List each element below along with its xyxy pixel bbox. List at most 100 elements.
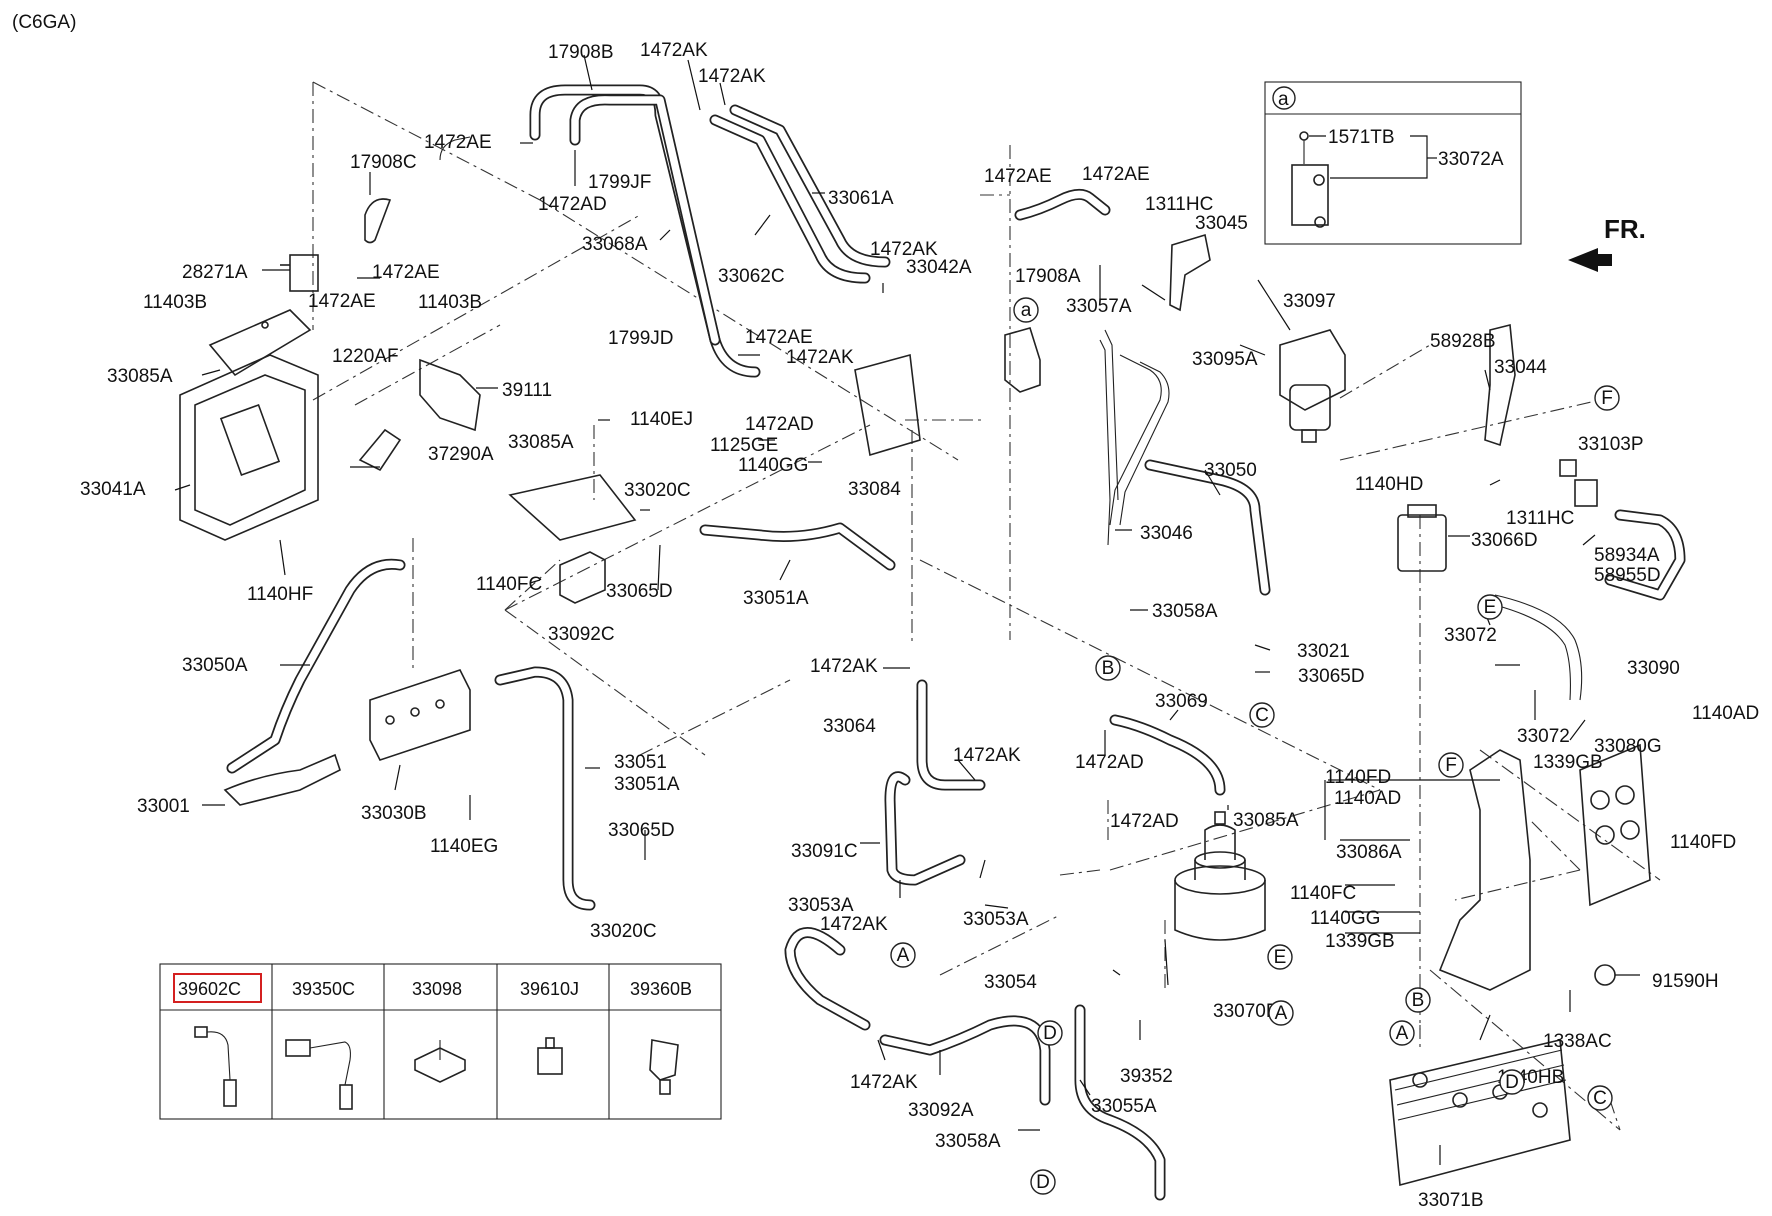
part-label-33065d[interactable]: 33065D xyxy=(1298,666,1365,687)
part-label-33042a[interactable]: 33042A xyxy=(906,257,972,278)
part-label-33051a[interactable]: 33051A xyxy=(743,588,809,609)
part-label-33091c[interactable]: 33091C xyxy=(791,841,858,862)
part-label-33064[interactable]: 33064 xyxy=(823,716,876,737)
table-header-3[interactable]: 33098 xyxy=(412,979,462,999)
part-label-33065d[interactable]: 33065D xyxy=(606,581,673,602)
part-label-33072[interactable]: 33072 xyxy=(1444,625,1497,646)
part-label-1472ak[interactable]: 1472AK xyxy=(953,745,1021,766)
part-label-1140ad[interactable]: 1140AD xyxy=(1334,788,1401,809)
part-label-33084[interactable]: 33084 xyxy=(848,479,901,500)
part-label-33092a[interactable]: 33092A xyxy=(908,1100,974,1121)
part-label-33062c[interactable]: 33062C xyxy=(718,266,785,287)
part-label-1472ak[interactable]: 1472AK xyxy=(870,239,938,260)
part-label-33058a[interactable]: 33058A xyxy=(1152,601,1218,622)
part-label-33045[interactable]: 33045 xyxy=(1195,213,1248,234)
part-label-33068a[interactable]: 33068A xyxy=(582,234,648,255)
part-label-33065d[interactable]: 33065D xyxy=(608,820,675,841)
part-label-17908c[interactable]: 17908C xyxy=(350,152,417,173)
part-label-39111[interactable]: 39111 xyxy=(502,380,552,401)
part-label-33001[interactable]: 33001 xyxy=(137,796,190,817)
part-label-33055a[interactable]: 33055A xyxy=(1091,1096,1157,1117)
part-label-39352[interactable]: 39352 xyxy=(1120,1066,1173,1087)
part-label-1220af[interactable]: 1220AF xyxy=(332,346,399,367)
part-label-1140eg[interactable]: 1140EG xyxy=(430,836,498,857)
part-label-1472ak[interactable]: 1472AK xyxy=(640,40,708,61)
part-label-58934a[interactable]: 58934A xyxy=(1594,545,1660,566)
part-label-1472ak[interactable]: 1472AK xyxy=(820,914,888,935)
part-label-1339gb[interactable]: 1339GB xyxy=(1533,752,1603,773)
part-label-1140fc[interactable]: 1140FC xyxy=(1290,883,1356,904)
part-label-1472ak[interactable]: 1472AK xyxy=(810,656,878,677)
part-label-33053a[interactable]: 33053A xyxy=(788,895,854,916)
part-label-1472ae[interactable]: 1472AE xyxy=(424,132,492,153)
part-label-33021[interactable]: 33021 xyxy=(1297,641,1350,662)
part-label-58928b[interactable]: 58928B xyxy=(1430,331,1496,352)
part-label-1140fd[interactable]: 1140FD xyxy=(1325,767,1391,788)
part-label-33050[interactable]: 33050 xyxy=(1204,460,1257,481)
part-label-1140hd[interactable]: 1140HD xyxy=(1355,474,1423,495)
part-label-33095a[interactable]: 33095A xyxy=(1192,349,1258,370)
part-label-1339gb[interactable]: 1339GB xyxy=(1325,931,1395,952)
part-label-1472ak[interactable]: 1472AK xyxy=(850,1072,918,1093)
part-label-1472ak[interactable]: 1472AK xyxy=(698,66,766,87)
part-label-1338ac[interactable]: 1338AC xyxy=(1543,1031,1612,1052)
part-label-33092c[interactable]: 33092C xyxy=(548,624,615,645)
part-label-33051a[interactable]: 33051A xyxy=(614,774,680,795)
part-label-33046[interactable]: 33046 xyxy=(1140,523,1193,544)
part-label-33072[interactable]: 33072 xyxy=(1517,726,1570,747)
part-label-91590h[interactable]: 91590H xyxy=(1652,971,1719,992)
part-label-11403b[interactable]: 11403B xyxy=(143,292,207,313)
part-label-1311hc[interactable]: 1311HC xyxy=(1145,194,1213,215)
part-label-1472ae[interactable]: 1472AE xyxy=(984,166,1052,187)
part-label-1472ad[interactable]: 1472AD xyxy=(1110,811,1179,832)
part-label-37290a[interactable]: 37290A xyxy=(428,444,494,465)
part-label-1472ae[interactable]: 1472AE xyxy=(745,327,813,348)
part-label-1140ej[interactable]: 1140EJ xyxy=(630,409,693,430)
part-label-33103p[interactable]: 33103P xyxy=(1578,434,1644,455)
part-label-33085a[interactable]: 33085A xyxy=(1233,810,1299,831)
part-label-1472ad[interactable]: 1472AD xyxy=(745,414,814,435)
part-label-1311hc[interactable]: 1311HC xyxy=(1506,508,1574,529)
part-label-17908b[interactable]: 17908B xyxy=(548,42,614,63)
table-header-2[interactable]: 39350C xyxy=(292,979,355,999)
part-label-33080g[interactable]: 33080G xyxy=(1594,736,1662,757)
part-label-33069[interactable]: 33069 xyxy=(1155,691,1208,712)
table-header-4[interactable]: 39610J xyxy=(520,979,579,999)
part-label-33061a[interactable]: 33061A xyxy=(828,188,894,209)
part-label-33057a[interactable]: 33057A xyxy=(1066,296,1132,317)
part-label-17908a[interactable]: 17908A xyxy=(1015,266,1081,287)
part-label-33041a[interactable]: 33041A xyxy=(80,479,146,500)
part-label-33085a[interactable]: 33085A xyxy=(508,432,574,453)
part-label-1140gg[interactable]: 1140GG xyxy=(738,455,808,476)
part-label-1472ad[interactable]: 1472AD xyxy=(538,194,607,215)
part-label-33058a[interactable]: 33058A xyxy=(935,1131,1001,1152)
part-label-1125ge[interactable]: 1125GE xyxy=(710,435,778,456)
part-label-33020c[interactable]: 33020C xyxy=(624,480,691,501)
part-label-33086a[interactable]: 33086A xyxy=(1336,842,1402,863)
part-label-1140hf[interactable]: 1140HF xyxy=(247,584,313,605)
part-label-33030b[interactable]: 33030B xyxy=(361,803,427,824)
part-label-11403b[interactable]: 11403B xyxy=(418,292,482,313)
part-label-1140ad[interactable]: 1140AD xyxy=(1692,703,1759,724)
part-label-1472ad[interactable]: 1472AD xyxy=(1075,752,1144,773)
part-label-1140fc[interactable]: 1140FC xyxy=(476,574,542,595)
part-label-1472ae[interactable]: 1472AE xyxy=(308,291,376,312)
part-label-1799jf[interactable]: 1799JF xyxy=(588,172,651,193)
part-label-28271a[interactable]: 28271A xyxy=(182,262,248,283)
part-label-1472ae[interactable]: 1472AE xyxy=(372,262,440,283)
part-label-33053a[interactable]: 33053A xyxy=(963,909,1029,930)
part-label-1472ae[interactable]: 1472AE xyxy=(1082,164,1150,185)
part-label-1472ak[interactable]: 1472AK xyxy=(786,347,854,368)
part-label-1140fd[interactable]: 1140FD xyxy=(1670,832,1736,853)
part-label-1140gg[interactable]: 1140GG xyxy=(1310,908,1380,929)
part-label-33071b[interactable]: 33071B xyxy=(1418,1190,1484,1211)
part-label-33085a[interactable]: 33085A xyxy=(107,366,173,387)
table-header-1[interactable]: 39602C xyxy=(178,979,241,999)
part-label-33051[interactable]: 33051 xyxy=(614,752,667,773)
part-label-33050a[interactable]: 33050A xyxy=(182,655,248,676)
part-label-33066d[interactable]: 33066D xyxy=(1471,530,1538,551)
part-label-33070b[interactable]: 33070B xyxy=(1213,1001,1279,1022)
table-header-5[interactable]: 39360B xyxy=(630,979,692,999)
part-label-58955d[interactable]: 58955D xyxy=(1594,565,1661,586)
part-label-33044[interactable]: 33044 xyxy=(1494,357,1547,378)
